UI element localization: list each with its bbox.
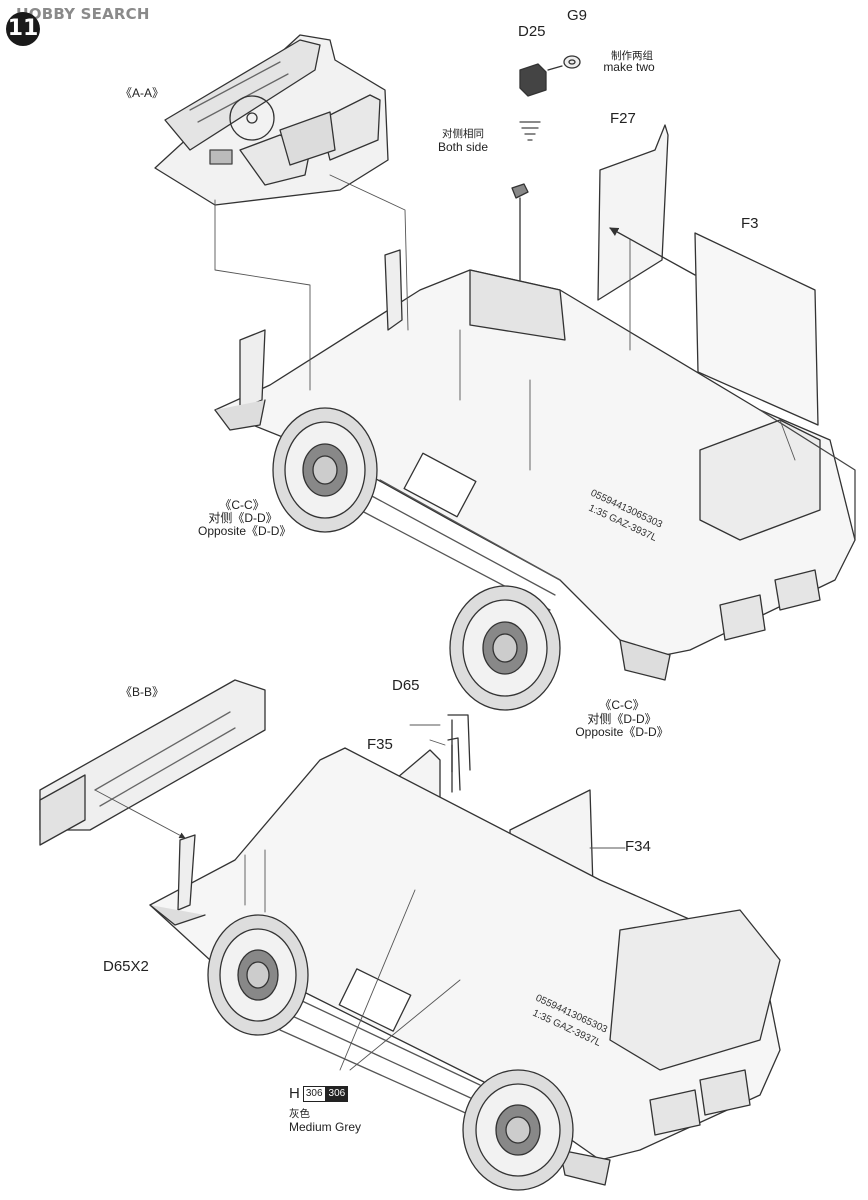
callout-dd-left-cn: 对侧《D-D》 [208, 511, 278, 525]
callout-f3: F3 [741, 215, 759, 232]
wheel-front-bottom [207, 914, 309, 1036]
watermark: HOBBY SEARCH [16, 5, 150, 23]
guide-lines-top [214, 174, 796, 471]
step-number-badge: 11 [6, 12, 40, 46]
callout-bb: 《B-B》 [120, 685, 165, 699]
callout-dd-left-en: Opposite《D-D》 [198, 524, 292, 538]
hull-top [214, 249, 856, 681]
callout-f34: F34 [625, 838, 651, 855]
part-d65 [447, 714, 471, 793]
callout-make-two-cn: 制作两组 [611, 50, 653, 62]
wheel-rear-top [449, 585, 561, 711]
callout-g9: G9 [567, 7, 588, 24]
callout-make-two-en: make two [603, 60, 655, 74]
callout-cc-left: 《C-C》 [219, 498, 265, 512]
panel-f27 [597, 124, 669, 301]
subassembly-aa [154, 34, 389, 206]
callout-d25: D25 [518, 23, 546, 40]
paint-code-a: 306 [302, 1085, 326, 1102]
callout-dd-right-en: Opposite《D-D》 [575, 725, 669, 739]
paint-name-en: Medium Grey [289, 1120, 362, 1134]
paint-letter: H [289, 1085, 300, 1102]
wheel-front-top [272, 407, 378, 533]
subassembly-bb [39, 679, 266, 846]
callout-cc-right: 《C-C》 [599, 698, 645, 712]
part-d25-g9 [519, 55, 581, 97]
callout-d65: D65 [392, 677, 420, 694]
hull-bottom [149, 747, 781, 1186]
callout-d65x2: D65X2 [103, 958, 149, 975]
callout-f27: F27 [610, 110, 636, 127]
callout-both-side-en: Both side [437, 140, 489, 154]
panel-f3 [694, 232, 819, 426]
paint-code-b: 306 [325, 1085, 349, 1102]
guide-lines-bottom [94, 724, 626, 1071]
callout-dd-right-cn: 对侧《D-D》 [587, 712, 657, 726]
wheel-rear-bottom [462, 1069, 574, 1191]
paint-name-cn: 灰色 [289, 1108, 310, 1120]
part-both-side [511, 121, 541, 281]
callout-both-side-cn: 对侧相同 [442, 128, 484, 140]
callout-f35: F35 [367, 736, 393, 753]
callout-aa: 《A-A》 [120, 86, 165, 100]
